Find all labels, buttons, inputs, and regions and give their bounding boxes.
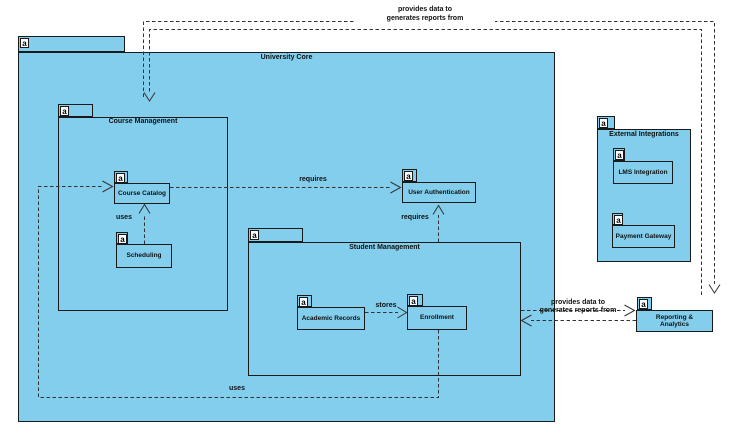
a-badge: a [409,296,418,306]
node-scheduling-tab[interactable]: a [116,232,128,244]
node-reporting-analytics-label-line1: Reporting & [655,313,694,321]
connector-label-requires-catalog: requires [299,176,327,183]
node-course-catalog-tab[interactable]: a [114,171,128,183]
a-badge: a [639,299,648,309]
node-scheduling[interactable]: Scheduling [116,244,172,268]
node-payment-gateway[interactable]: Payment Gateway [612,225,675,248]
connector-label-uses-scheduling: uses [116,214,132,221]
node-payment-gateway-label: Payment Gateway [615,232,672,240]
node-lms-integration[interactable]: LMS Integration [613,161,673,184]
node-enrollment-tab[interactable]: a [407,294,423,306]
connector-label-generates-reports-mid: generates reports from [539,307,617,314]
connector-label-stores: stores [375,302,397,309]
package-external-integrations-label: External Integrations [609,131,679,138]
a-badge: a [614,215,623,225]
a-badge: a [116,173,125,183]
node-reporting-analytics[interactable]: Reporting & Analytics [636,310,713,332]
connector-label-mid-pair: provides data to generates reports from [510,299,646,315]
a-badge: a [599,118,608,128]
node-reporting-analytics-tab[interactable]: a [637,297,652,310]
package-course-management-tab[interactable]: a [58,104,93,117]
a-badge: a [299,297,308,307]
node-course-catalog-label: Course Catalog [117,189,167,197]
a-badge: a [60,106,69,116]
a-badge: a [118,234,127,244]
node-lms-integration-tab[interactable]: a [613,148,625,161]
node-scheduling-label: Scheduling [126,252,162,260]
node-payment-gateway-tab[interactable]: a [612,213,623,225]
connector-label-generates-reports-top: generates reports from [386,15,464,22]
node-reporting-analytics-label-line2: Analytics [660,321,689,328]
package-university-core-tab[interactable]: a [18,36,125,52]
node-lms-integration-label: LMS Integration [618,168,668,176]
connector-label-uses-long: uses [229,385,245,392]
connector-label-provides-data-mid: provides data to [550,299,606,306]
package-course-management[interactable] [58,117,228,311]
node-enrollment-label: Enrollment [420,314,454,322]
a-badge: a [404,171,413,181]
package-university-core-label: University Core [260,54,313,61]
node-academic-records[interactable]: Academic Records [297,307,365,330]
package-student-management-tab[interactable]: a [248,228,303,242]
node-user-authentication[interactable]: User Authentication [402,182,476,203]
package-student-management-label: Student Management [349,244,420,251]
package-course-management-label: Course Management [108,118,178,125]
a-badge: a [20,38,29,48]
connector-label-top-pair: provides data to generates reports from [355,5,495,23]
node-user-authentication-label: User Authentication [408,188,470,196]
node-enrollment[interactable]: Enrollment [407,306,467,330]
connector-label-provides-data-top: provides data to [397,6,453,13]
package-external-integrations-tab[interactable]: a [597,116,615,129]
node-user-authentication-tab[interactable]: a [402,169,417,182]
node-academic-records-tab[interactable]: a [297,295,312,307]
node-course-catalog[interactable]: Course Catalog [114,183,170,204]
connector-label-requires-student: requires [401,214,429,221]
a-badge: a [250,230,259,240]
node-academic-records-label: Academic Records [301,314,361,322]
a-badge: a [615,150,624,160]
